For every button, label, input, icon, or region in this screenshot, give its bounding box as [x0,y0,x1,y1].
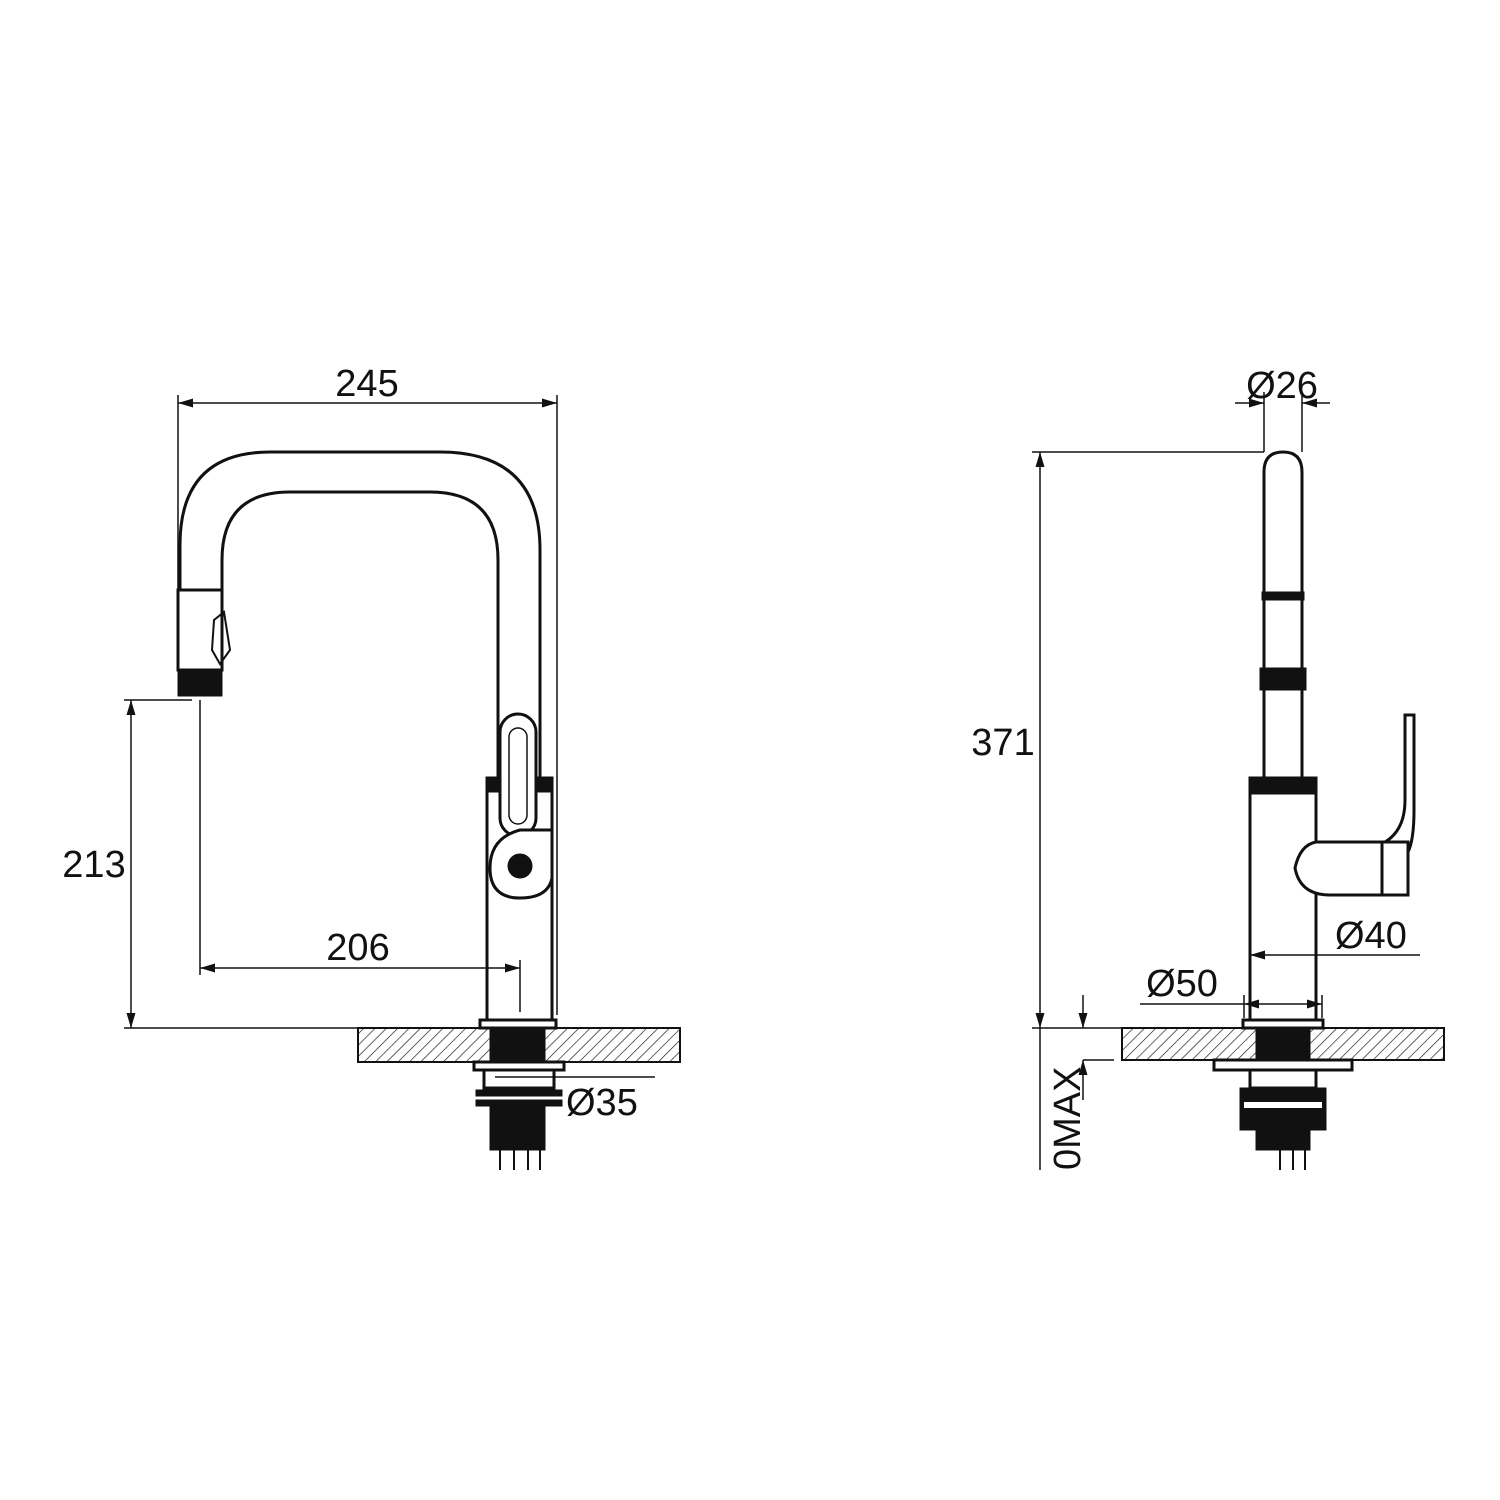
dimension-base-diameter: Ø50 [1140,963,1323,1018]
side-view: Ø26 371 Ø40 Ø50 0MAX [971,365,1445,1170]
handle-pivot-icon [507,853,533,879]
dimension-label-d40: Ø40 [1335,915,1407,957]
dimension-spout-reach: 206 [199,700,521,1012]
side-spout [1259,450,1307,782]
dimension-tail-diameter: Ø35 [495,1076,655,1124]
dimension-body-diameter: Ø40 [1250,915,1420,960]
dimension-overall-width: 245 [177,363,558,1015]
dimension-spout-diameter: Ø26 [1235,365,1330,452]
dimension-label-206: 206 [326,927,389,969]
dimension-label-371: 371 [971,722,1034,764]
dimension-max-thickness: 0MAX [1039,995,1114,1170]
dimension-overall-height: 371 [971,451,1264,1029]
dimension-label-213: 213 [62,844,125,886]
front-body [472,712,566,1170]
dimension-label-245: 245 [335,363,398,405]
side-body [1212,713,1416,1170]
dimension-label-d26: Ø26 [1246,365,1318,407]
front-view: 245 213 206 Ø35 [62,363,681,1170]
dimension-label-d35: Ø35 [566,1082,638,1124]
front-spout [176,450,542,782]
dimension-label-d50: Ø50 [1146,963,1218,1005]
dimension-label-max: 0MAX [1047,1067,1089,1170]
dimension-spout-height: 213 [62,699,480,1029]
